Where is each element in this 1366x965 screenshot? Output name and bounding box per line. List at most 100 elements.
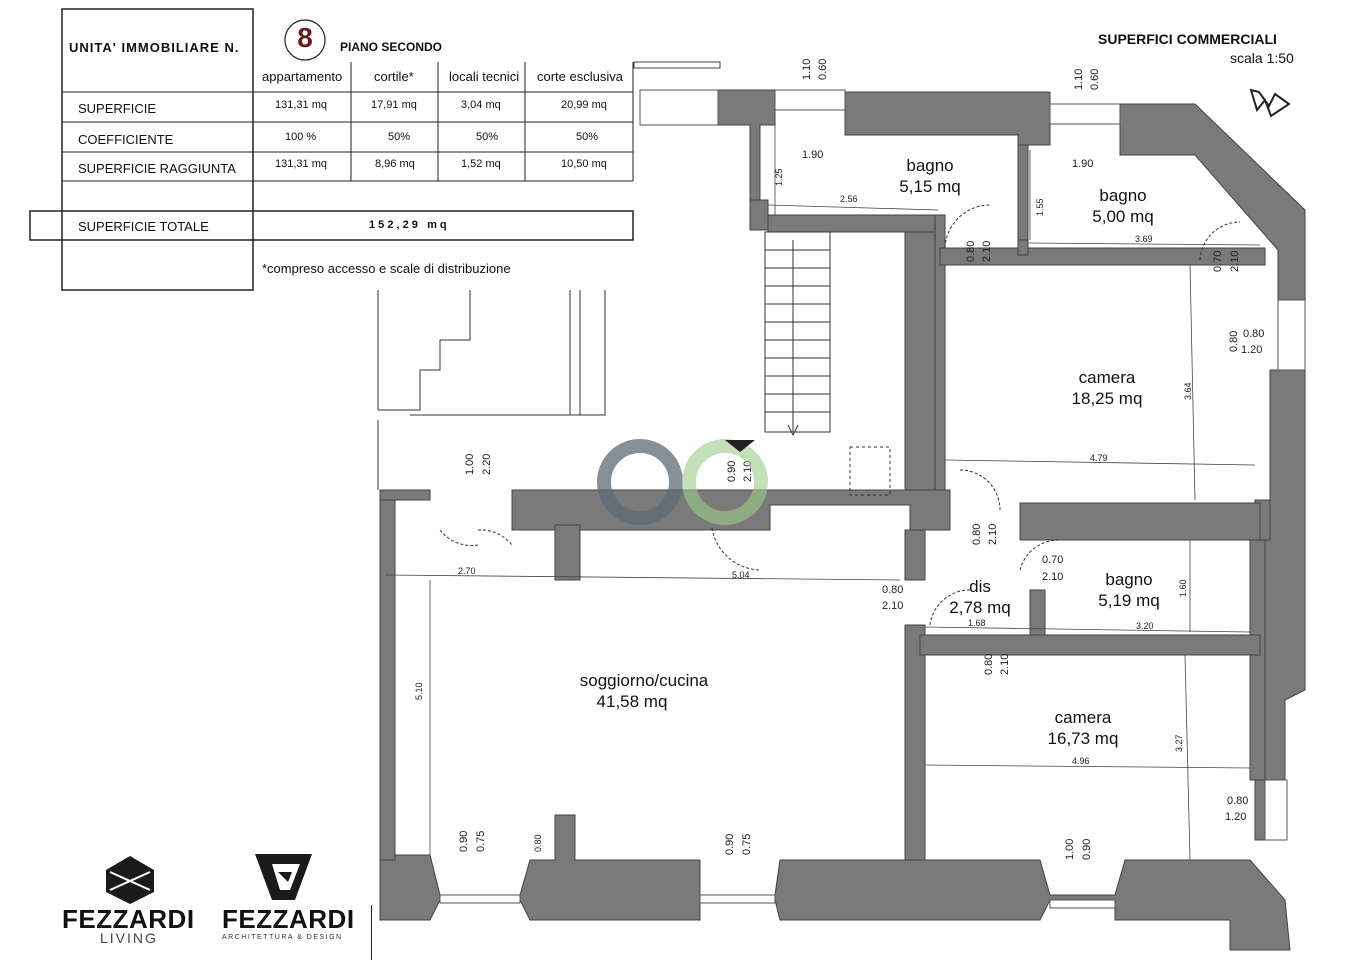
logo-living-name: FEZZARDI: [62, 904, 195, 934]
plan-scale: scala 1:50: [1230, 50, 1294, 66]
cell: 10,50 mq: [561, 158, 607, 170]
room-name: soggiorno/cucina: [579, 671, 709, 690]
dim-text: 1.60: [1178, 579, 1188, 597]
dim-text: 2.56: [840, 194, 858, 204]
dim-text: 1.90: [1072, 158, 1093, 170]
watermark-logo: [597, 439, 768, 525]
dim-text: 0.80: [965, 241, 977, 262]
cell: 3,04 mq: [461, 99, 501, 111]
cell: 17,91 mq: [371, 99, 417, 111]
dim-text: 0.90: [724, 834, 736, 855]
row-label-superficie-raggiunta: SUPERFICIE RAGGIUNTA: [78, 161, 236, 176]
dim-text: 1.10: [801, 59, 813, 80]
plan-walls: [379, 61, 1306, 951]
room-name: bagno: [1099, 186, 1147, 205]
dim-text: 2.10: [1042, 571, 1063, 583]
dim-text: 4.79: [1090, 453, 1108, 463]
dim-text: 0.70: [1042, 554, 1063, 566]
dim-text: 0.75: [475, 831, 487, 852]
col-header-appartamento: appartamento: [262, 69, 343, 84]
row-label-coefficiente: COEFFICIENTE: [78, 132, 174, 147]
cell: 1,52 mq: [461, 158, 501, 170]
dim-text: 3.64: [1183, 382, 1193, 400]
dimension-labels: 1.10 0.60 1.10 0.60 1.90 1.90 1.25 2.56 …: [414, 59, 1264, 860]
col-header-corte-esclusiva: corte esclusiva: [537, 69, 623, 84]
dim-text: 2.10: [987, 524, 999, 545]
dim-text: 5.10: [414, 682, 424, 700]
dim-text: 1.00: [1064, 839, 1076, 860]
dim-text: 1.90: [802, 149, 823, 161]
dim-text: 0.80: [971, 524, 983, 545]
dim-text: 1.68: [968, 618, 986, 628]
dim-text: 0.80: [1228, 331, 1240, 352]
fezzardi-architettura-logo: FEZZARDI ARCHITETTURA & DESIGN: [220, 850, 370, 945]
dim-text: 0.90: [726, 461, 738, 482]
logo-arch-sub: ARCHITETTURA & DESIGN: [222, 934, 343, 941]
cell: 131,31 mq: [275, 99, 327, 111]
cell: 50%: [476, 131, 499, 143]
dim-text: 2.20: [481, 454, 493, 475]
info-table: UNITA' IMMOBILIARE N. 8 PIANO SECONDO ap…: [0, 0, 640, 300]
dim-text: 0.60: [817, 59, 829, 80]
fezzardi-living-logo: FEZZARDI LIVING: [60, 852, 200, 947]
dim-text: 3.69: [1135, 234, 1153, 244]
dim-text: 1.20: [1225, 811, 1246, 823]
unit-label: UNITA' IMMOBILIARE N.: [69, 40, 240, 55]
unit-number: 8: [297, 22, 313, 53]
door-swings: [439, 204, 1241, 626]
north-arrow-icon: [1249, 88, 1291, 118]
dim-text: 0.70: [1212, 251, 1224, 272]
room-name: camera: [1078, 368, 1136, 387]
dim-text: 0.80: [533, 834, 543, 852]
dim-text: 0.75: [741, 834, 753, 855]
info-table-grid: [29, 8, 634, 291]
plan-title: SUPERFICI COMMERCIALI: [1098, 31, 1277, 47]
dimension-lines: [384, 125, 1261, 861]
staircase: [764, 231, 831, 437]
dim-text: 5.04: [732, 570, 750, 580]
dim-text: 3.27: [1174, 734, 1184, 752]
dim-text: 4.96: [1072, 756, 1090, 766]
room-area: 41,58 mq: [596, 692, 668, 711]
cell: 131,31 mq: [275, 158, 327, 170]
cell: 8,96 mq: [375, 158, 415, 170]
room-area: 2,78 mq: [949, 598, 1011, 617]
room-area: 18,25 mq: [1071, 389, 1143, 408]
cell: 50%: [388, 131, 411, 143]
windows: [439, 89, 1306, 909]
courtyard-lines: [377, 290, 891, 496]
dim-text: 2.10: [981, 241, 993, 262]
total-value: 1 5 2 , 2 9 m q: [369, 219, 447, 231]
room-area: 16,73 mq: [1047, 729, 1119, 748]
cube-icon: [106, 856, 154, 904]
footnote: *compreso accesso e scale di distribuzio…: [262, 261, 511, 276]
arch-mark-icon: [255, 854, 312, 900]
dim-text: 2.10: [1229, 251, 1241, 272]
watermark-marker: [725, 440, 755, 452]
room-area: 5,00 mq: [1092, 207, 1154, 226]
dim-text: 0.80: [1243, 328, 1264, 340]
dim-text: 0.80: [983, 654, 995, 675]
logo-living-sub: LIVING: [100, 930, 158, 946]
room-name: dis: [969, 577, 991, 596]
dim-text: 3.20: [1136, 621, 1154, 631]
dim-text: 1.10: [1073, 69, 1085, 90]
cell: 100 %: [285, 131, 317, 143]
dim-text: 1.55: [1035, 198, 1045, 216]
dim-text: 0.80: [1227, 795, 1248, 807]
cell: 20,99 mq: [561, 99, 607, 111]
room-name: bagno: [906, 156, 954, 175]
row-label-superficie: SUPERFICIE: [78, 101, 157, 116]
room-area: 5,15 mq: [899, 177, 961, 196]
dim-text: 0.90: [1081, 839, 1093, 860]
dim-text: 0.90: [458, 831, 470, 852]
room-name: camera: [1054, 708, 1112, 727]
dim-text: 1.20: [1241, 344, 1262, 356]
dim-text: 0.80: [882, 584, 903, 596]
floor-label: PIANO SECONDO: [340, 40, 443, 54]
logo-divider: [371, 905, 372, 960]
room-name: bagno: [1105, 570, 1153, 589]
dim-text: 2.10: [882, 600, 903, 612]
dim-text: 1.00: [464, 454, 476, 475]
